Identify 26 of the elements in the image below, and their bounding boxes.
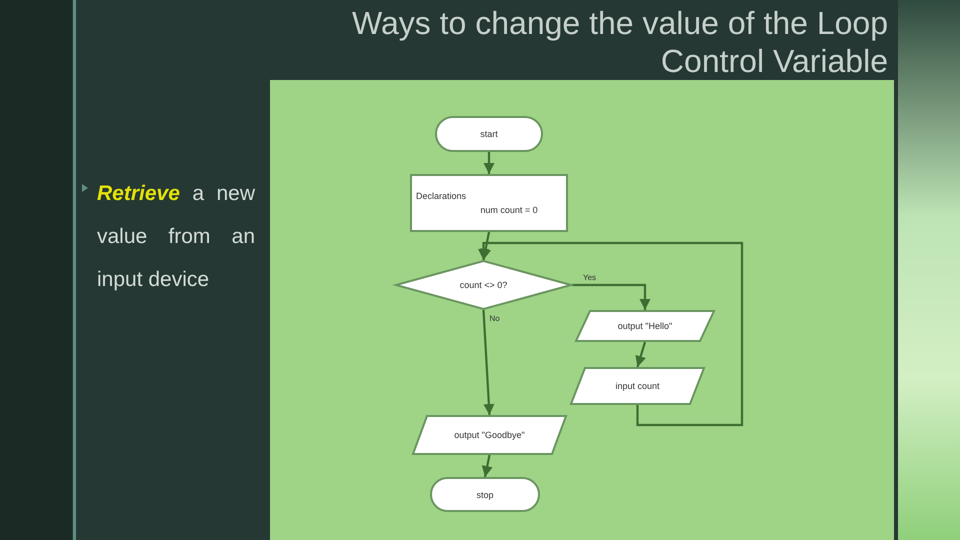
io-parallelogram xyxy=(575,310,715,342)
node-text: output "Goodbye" xyxy=(454,430,525,440)
flow-arrow xyxy=(635,342,646,368)
node-text: input count xyxy=(615,381,660,391)
slide-title: Ways to change the value of the Loop Control Variable xyxy=(350,4,888,80)
edge-label: Yes xyxy=(582,273,598,282)
process-box xyxy=(410,174,568,232)
io-parallelogram xyxy=(570,367,705,405)
flow-arrow xyxy=(572,284,650,310)
flow-arrow xyxy=(482,310,494,416)
flow-arrow xyxy=(484,152,494,174)
terminal-box xyxy=(430,477,540,512)
decision-diamond xyxy=(395,260,572,310)
flow-arrow xyxy=(478,242,744,426)
flow-arrow xyxy=(482,454,493,478)
node-text: stop xyxy=(476,490,494,500)
flow-arrow xyxy=(480,232,492,260)
node-text: count <> 0? xyxy=(460,280,508,290)
node-text: output "Hello" xyxy=(618,321,672,331)
edge-label: No xyxy=(488,314,501,323)
node-text: start xyxy=(480,129,498,139)
node-text: Declarations xyxy=(416,191,466,201)
node-text: num count = 0 xyxy=(480,205,538,215)
bullet-text: Retrieve a new value from an input device xyxy=(97,181,255,293)
terminal-box xyxy=(435,116,543,152)
io-parallelogram xyxy=(412,415,567,455)
